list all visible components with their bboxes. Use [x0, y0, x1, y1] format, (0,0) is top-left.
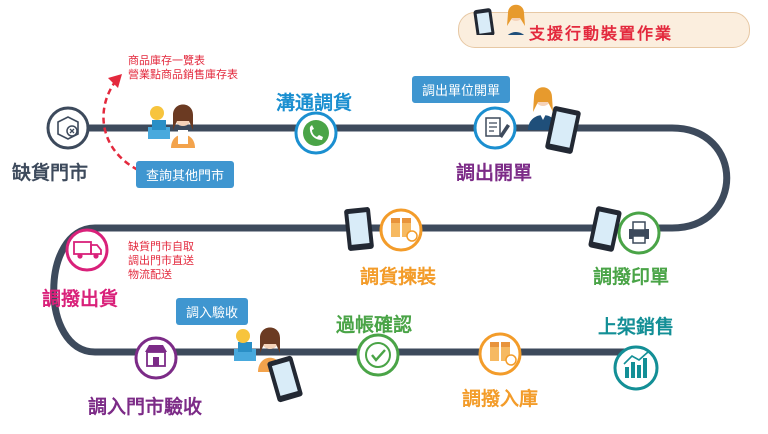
dashed-arrow	[102, 81, 139, 172]
banner-title: 支援行動裝置作業	[529, 24, 674, 43]
inventory-note-line: 商品庫存一覽表	[128, 54, 205, 67]
mobile-staff-icon	[473, 4, 525, 35]
tablet-icon	[588, 206, 622, 252]
store-icon	[134, 336, 178, 380]
step-communicate: 溝通調貨	[276, 92, 353, 114]
package-box-icon	[478, 332, 522, 376]
tablet-icon	[344, 207, 374, 251]
dashed-arrow-head	[108, 74, 122, 88]
delivery-note-line: 缺貨門市自取	[128, 240, 194, 253]
step-issue: 調出開單	[456, 162, 533, 184]
in-check-bubble: 調入驗收	[176, 298, 249, 325]
bar-chart-icon	[613, 345, 659, 391]
box-x-icon	[46, 106, 90, 150]
step-post: 過帳確認	[336, 314, 413, 336]
inventory-note: 商品庫存一覽表 營業點商品銷售庫存表	[128, 54, 238, 82]
mobile-support-banner: 支援行動裝置作業	[458, 4, 750, 48]
printer-icon	[617, 211, 661, 255]
phone-icon	[294, 111, 338, 155]
step-shelf: 上架銷售	[598, 316, 675, 338]
step-stock-in: 調撥入庫	[462, 388, 539, 410]
inventory-note-line: 營業點商品銷售庫存表	[128, 68, 238, 81]
step-print: 調撥印單	[593, 266, 670, 288]
step-pick: 調貨揀裝	[360, 266, 437, 288]
delivery-note: 缺貨門市自取 調出門市直送 物流配送	[128, 240, 194, 282]
tablet-icon	[545, 106, 581, 154]
out-unit-bubble: 調出單位開單	[412, 76, 511, 103]
package-box-icon	[379, 208, 423, 252]
truck-icon	[65, 228, 109, 272]
checkmark-icon	[356, 333, 400, 377]
delivery-note-line: 調出門市直送	[128, 254, 194, 267]
document-pen-icon	[473, 106, 517, 150]
step-shortage-store: 缺貨門市	[12, 162, 89, 184]
delivery-note-line: 物流配送	[128, 268, 172, 281]
tablet-icon	[267, 355, 303, 403]
staff-person-icon	[148, 104, 195, 148]
query-stores-bubble: 查詢其他門市	[136, 161, 235, 188]
step-ship: 調撥出貨	[42, 288, 119, 310]
step-receive: 調入門市驗收	[88, 396, 203, 418]
